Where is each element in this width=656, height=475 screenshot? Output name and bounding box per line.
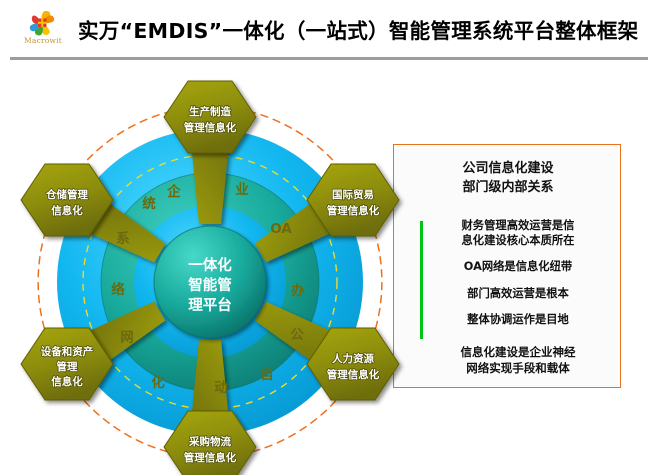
ring-labels: 企 业 OA 办 公 自 动 化 网 络 系 统 <box>111 182 305 396</box>
outer-dashed-arc <box>37 105 383 457</box>
hex-node-procurement[interactable]: 采购物流 管理信息化 <box>163 410 257 475</box>
hex-node-trade[interactable]: 国际贸易 管理信息化 <box>306 163 400 237</box>
hex-node-hr[interactable]: 人力资源 管理信息化 <box>306 327 400 401</box>
info-panel-footer-line-2: 网络实现手段和载体 <box>466 360 570 375</box>
info-list-item: OA网络是信息化纽带 <box>420 260 616 275</box>
hex-label-line: 管理 <box>57 360 78 373</box>
hex-node-warehouse[interactable]: 仓储管理 信息化 <box>20 163 114 237</box>
info-list-item: 财务管理高效运营是信 息化建设核心本质所在 <box>420 219 616 248</box>
hex-label-line: 信息化 <box>51 375 83 388</box>
ring-label: 办 <box>291 282 305 299</box>
info-list-item: 部门高效运营是根本 <box>420 287 616 302</box>
info-list-item-line: 部门高效运营是根本 <box>467 286 569 300</box>
hex-label-line: 信息化 <box>51 204 83 217</box>
hex-label-line: 管理信息化 <box>327 368 380 381</box>
ring-label: OA <box>270 221 292 237</box>
page-header: Macrowit 实万“EMDIS”一体化（一站式）智能管理系统平台整体框架 <box>0 0 656 60</box>
ring-label: 化 <box>151 374 165 391</box>
header-divider <box>10 57 648 60</box>
info-panel-list: 财务管理高效运营是信 息化建设核心本质所在 OA网络是信息化纽带 部门高效运营是… <box>420 219 616 336</box>
info-panel: 公司信息化建设 部门级内部关系 财务管理高效运营是信 息化建设核心本质所在 OA… <box>393 144 621 388</box>
hex-label-line: 仓储管理 <box>45 188 88 201</box>
core-node[interactable]: 一体化 智能管 理平台 <box>153 225 267 339</box>
info-list-item-line: 财务管理高效运营是信 <box>461 219 575 232</box>
core-label-line-1: 一体化 <box>188 256 232 274</box>
company-logo: Macrowit <box>24 8 62 48</box>
ring-label: 业 <box>235 182 249 198</box>
hex-label-line: 国际贸易 <box>332 188 374 201</box>
ring-label: 动 <box>214 379 228 396</box>
ring-label: 系 <box>116 230 130 247</box>
hex-label-line: 人力资源 <box>332 352 374 365</box>
info-list-item-line: 息化建设核心本质所在 <box>461 233 575 247</box>
framework-diagram: 企 业 OA 办 公 自 动 化 网 络 系 统 一体化 智能管 理平台 生产制… <box>0 60 420 475</box>
logo-wordmark: Macrowit <box>24 36 62 45</box>
info-panel-title: 公司信息化建设 部门级内部关系 <box>394 159 622 197</box>
page-title: 实万“EMDIS”一体化（一站式）智能管理系统平台整体框架 <box>78 19 639 43</box>
hex-label-line: 生产制造 <box>189 105 231 118</box>
ring-label: 网 <box>120 330 134 346</box>
ring-label: 公 <box>290 327 304 343</box>
hex-label-line: 管理信息化 <box>184 451 237 464</box>
info-list-item: 整体协调运作是目地 <box>420 313 616 328</box>
info-panel-footer-line-1: 信息化建设是企业神经 <box>460 345 576 359</box>
hex-node-assets[interactable]: 设备和资产 管理 信息化 <box>20 327 114 401</box>
hex-label-line: 采购物流 <box>188 435 231 448</box>
ring-label: 络 <box>111 281 125 298</box>
hex-label-line: 管理信息化 <box>184 121 237 134</box>
core-label-line-3: 理平台 <box>188 296 232 314</box>
ring-label: 自 <box>260 366 274 383</box>
info-panel-title-line-2: 部门级内部关系 <box>462 180 554 195</box>
info-panel-title-line-1: 公司信息化建设 <box>462 161 554 176</box>
core-label-line-2: 智能管 <box>188 276 232 294</box>
hex-label-line: 设备和资产 <box>41 345 94 358</box>
info-list-item-line: 整体协调运作是目地 <box>467 313 569 326</box>
info-list-item-line: OA网络是信息化纽带 <box>463 260 573 273</box>
info-panel-footer: 信息化建设是企业神经 网络实现手段和载体 <box>420 345 616 376</box>
hex-node-production[interactable]: 生产制造 管理信息化 <box>163 80 257 154</box>
pinwheel-logo-icon <box>29 10 55 36</box>
ring-label: 企 <box>166 183 181 200</box>
hex-label-line: 管理信息化 <box>327 204 380 217</box>
ring-label: 统 <box>142 195 156 212</box>
info-panel-marker-bar <box>420 221 423 339</box>
